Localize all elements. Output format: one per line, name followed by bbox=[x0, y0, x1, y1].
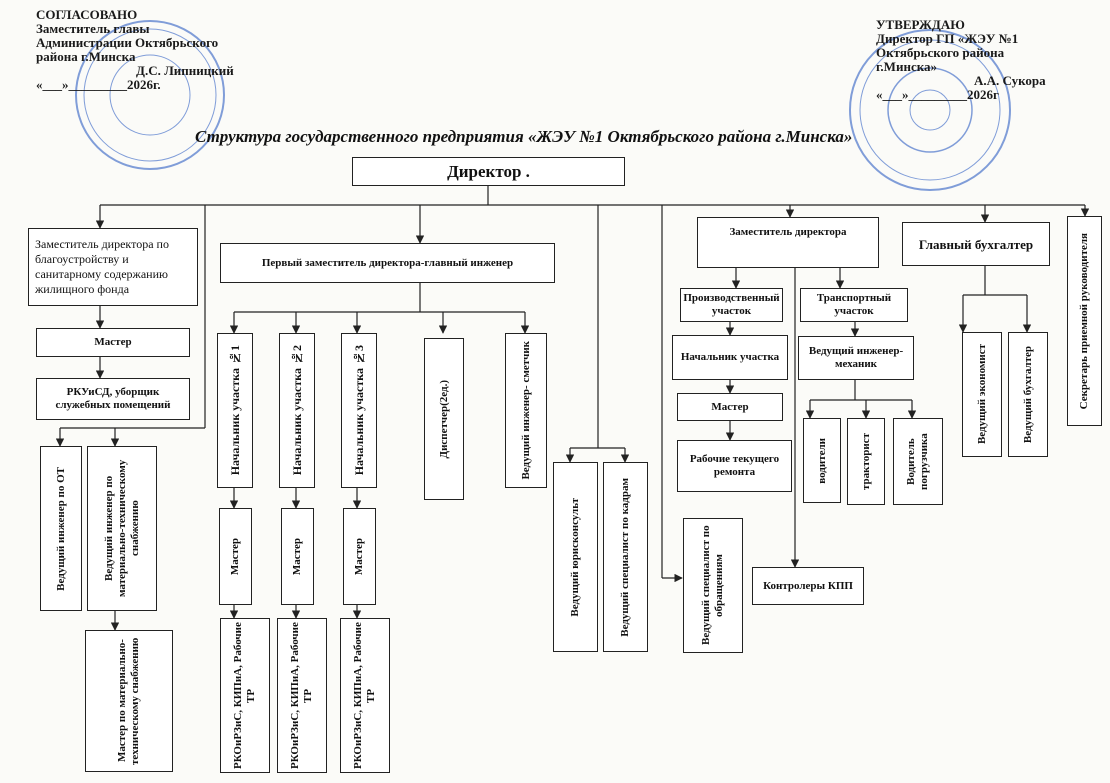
approval-right-line1: УТВЕРЖДАЮ bbox=[876, 17, 965, 32]
node-workers-3-label: РКОиРЗиС, КИПиА, Рабочие ТР bbox=[352, 622, 377, 769]
node-master-mts-label: Мастер по материально-техническому снабж… bbox=[116, 637, 141, 765]
node-prod-master: Мастер bbox=[677, 393, 783, 421]
node-chief-2: Начальник участка №2 bbox=[279, 333, 315, 488]
node-master-3: Мастер bbox=[343, 508, 376, 605]
node-lawyer: Ведущий юрисконсульт bbox=[553, 462, 598, 652]
node-kpp: Контролеры КПП bbox=[752, 567, 864, 605]
node-accountant: Ведущий бухгалтер bbox=[1008, 332, 1048, 457]
approval-right-line6: «___»_________2026г bbox=[876, 87, 999, 102]
node-director: Директор . bbox=[352, 157, 625, 186]
node-rkuisd: РКУиСД, уборщик служебных помещений bbox=[36, 378, 190, 420]
node-driver-loader: Водитель погрузчика bbox=[893, 418, 943, 505]
node-economist: Ведущий экономист bbox=[962, 332, 1002, 457]
node-workers-2-label: РКОиРЗиС, КИПиА, Рабочие ТР bbox=[289, 622, 314, 769]
stamp-right bbox=[849, 29, 1011, 191]
approval-right-line3: Октябрьского района bbox=[876, 45, 1005, 60]
node-appeals-label: Ведущий специалист по обращениям bbox=[700, 525, 725, 646]
node-chief-3-label: Начальник участка №3 bbox=[351, 345, 366, 476]
node-driver-loader-label: Водитель погрузчика bbox=[905, 433, 930, 490]
node-accountant-label: Ведущий бухгалтер bbox=[1021, 345, 1034, 444]
node-mechanic: Ведущий инженер-механик bbox=[798, 336, 914, 380]
approval-left-line6: «___»_________2026г. bbox=[36, 77, 161, 92]
approval-left: СОГЛАСОВАНО Заместитель главы Администра… bbox=[36, 8, 234, 92]
approval-left-line1: СОГЛАСОВАНО bbox=[36, 7, 138, 22]
node-hr-label: Ведущий специалист по кадрам bbox=[619, 477, 631, 637]
node-economist-label: Ведущий экономист bbox=[975, 344, 988, 445]
node-engineer-ot-label: Ведущий инженер по ОТ bbox=[54, 466, 67, 591]
approval-left-line3: Администрации Октябрьского bbox=[36, 35, 219, 50]
node-workers-2: РКОиРЗиС, КИПиА, Рабочие ТР bbox=[277, 618, 327, 773]
node-appeals: Ведущий специалист по обращениям bbox=[683, 518, 743, 653]
node-prod-chief: Начальник участка bbox=[672, 335, 788, 380]
node-chief-2-label: Начальник участка №2 bbox=[289, 345, 304, 476]
node-workers-1: РКОиРЗиС, КИПиА, Рабочие ТР bbox=[220, 618, 270, 773]
node-engineer-mts: Ведущий инженер по материально-техническ… bbox=[87, 446, 157, 611]
node-chief-1-label: Начальник участка №1 bbox=[227, 345, 242, 476]
node-dispatcher: Диспетчер(2ед.) bbox=[424, 338, 464, 500]
node-master-left: Мастер bbox=[36, 328, 190, 357]
node-workers-3: РКОиРЗиС, КИПиА, Рабочие ТР bbox=[340, 618, 390, 773]
node-master-2: Мастер bbox=[281, 508, 314, 605]
node-production: Производственный участок bbox=[680, 288, 783, 322]
approval-right-line4: г.Минска» bbox=[876, 59, 938, 74]
node-transport: Транспортный участок bbox=[800, 288, 908, 322]
node-hr: Ведущий специалист по кадрам bbox=[603, 462, 648, 652]
node-prod-workers: Рабочие текущего ремонта bbox=[677, 440, 792, 492]
node-estimator-label: Ведущий инженер- сметчик bbox=[519, 341, 532, 480]
node-drivers: водители bbox=[803, 418, 841, 503]
node-workers-1-label: РКОиРЗиС, КИПиА, Рабочие ТР bbox=[232, 622, 257, 769]
approval-right: УТВЕРЖДАЮ Директор ГП «ЖЭУ №1 Октябрьско… bbox=[876, 18, 1046, 102]
page-title: Структура государственного предприятия «… bbox=[195, 127, 853, 146]
approval-right-line5: А.А. Сукора bbox=[974, 73, 1046, 88]
node-lawyer-label: Ведущий юрисконсульт bbox=[569, 497, 581, 617]
node-engineer-ot: Ведущий инженер по ОТ bbox=[40, 446, 82, 611]
node-first-deputy: Первый заместитель директора-главный инж… bbox=[220, 243, 555, 283]
node-drivers-label: водители bbox=[815, 437, 828, 484]
node-engineer-mts-label: Ведущий инженер по материально-техническ… bbox=[102, 459, 141, 598]
node-chief-3: Начальник участка №3 bbox=[341, 333, 377, 488]
approval-left-line4: района г.Минска bbox=[36, 49, 136, 64]
node-deputy: Заместитель директора bbox=[697, 217, 879, 268]
approval-right-line2: Директор ГП «ЖЭУ №1 bbox=[876, 31, 1019, 46]
node-master-1: Мастер bbox=[219, 508, 252, 605]
node-tractor-label: тракторист bbox=[859, 433, 872, 490]
node-master-1-label: Мастер bbox=[229, 537, 241, 576]
approval-left-line2: Заместитель главы bbox=[36, 21, 150, 36]
node-estimator: Ведущий инженер- сметчик bbox=[505, 333, 547, 488]
node-secretary: Секретарь приемной руководителя bbox=[1067, 216, 1102, 426]
node-deputy-improvement: Заместитель директора по благоустройству… bbox=[28, 228, 198, 306]
node-secretary-label: Секретарь приемной руководителя bbox=[1078, 232, 1090, 410]
node-master-2-label: Мастер bbox=[291, 537, 303, 576]
node-chief-1: Начальник участка №1 bbox=[217, 333, 253, 488]
stamp-left bbox=[75, 20, 225, 170]
approval-left-line5: Д.С. Липницкий bbox=[136, 63, 234, 78]
node-master-mts: Мастер по материально-техническому снабж… bbox=[85, 630, 173, 772]
node-dispatcher-label: Диспетчер(2ед.) bbox=[437, 379, 450, 459]
node-master-3-label: Мастер bbox=[353, 537, 365, 576]
node-accountant-chief: Главный бухгалтер bbox=[902, 222, 1050, 266]
node-tractor: тракторист bbox=[847, 418, 885, 505]
